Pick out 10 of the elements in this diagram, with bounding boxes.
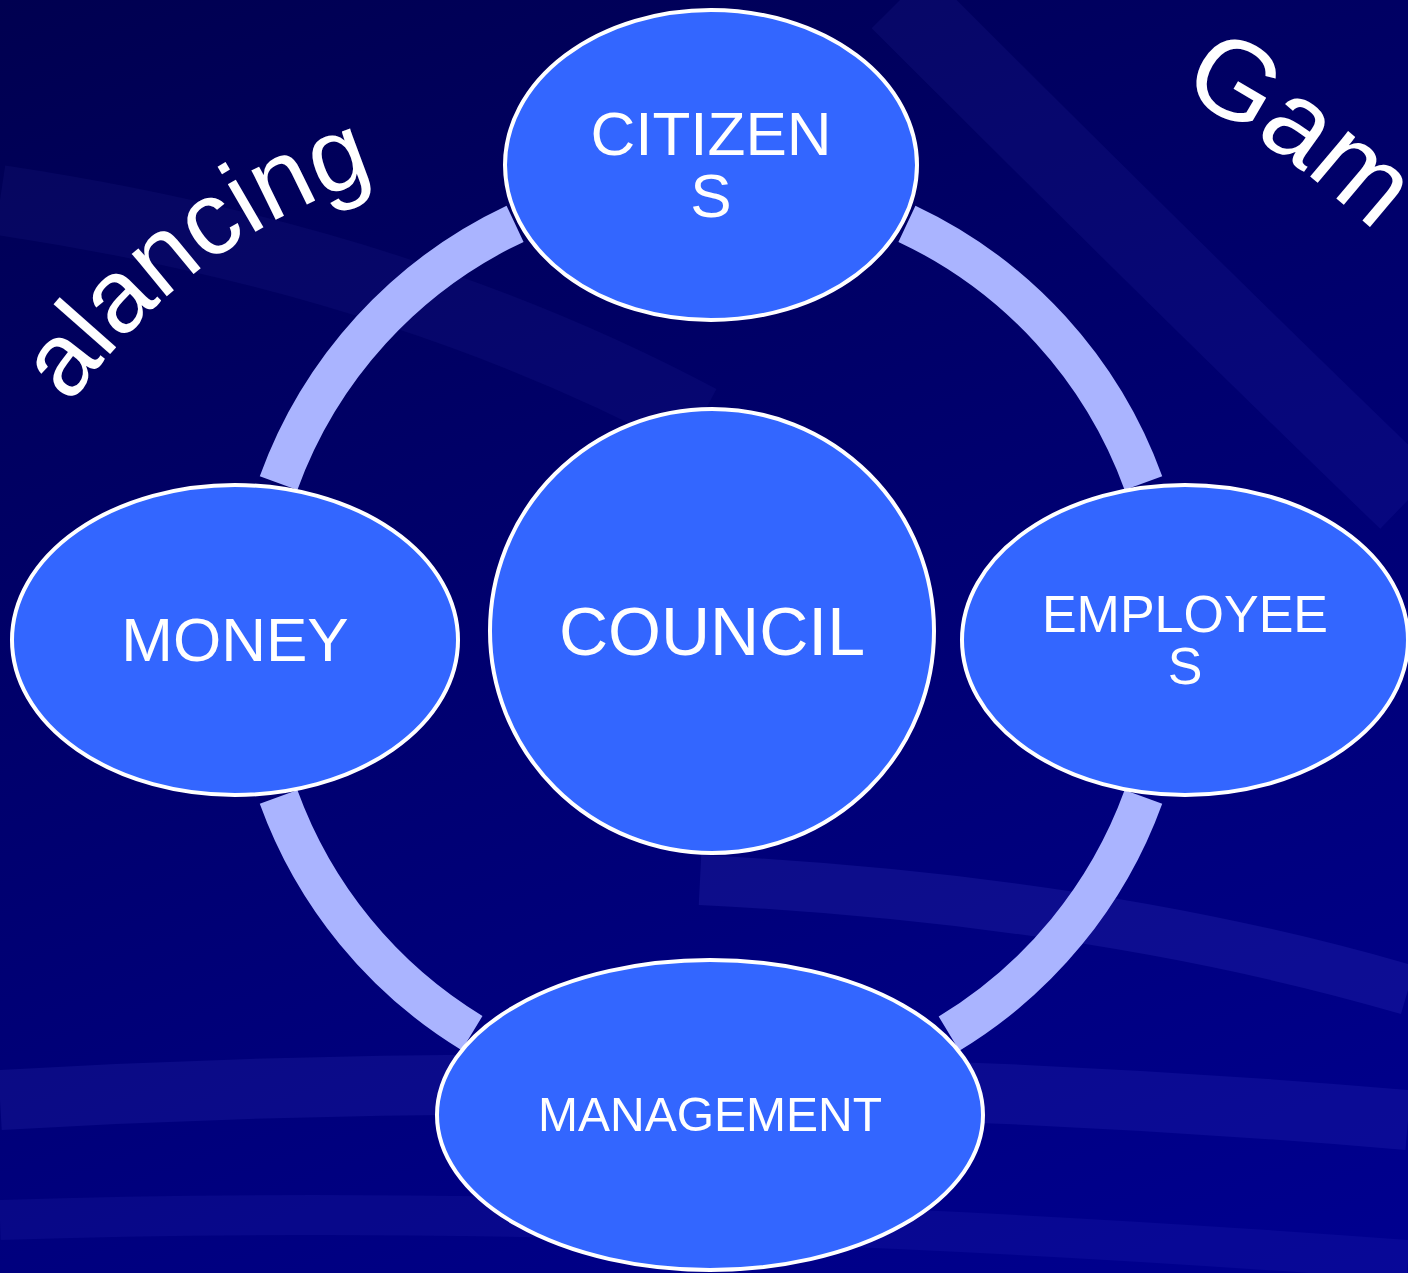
arc-heading: Gam (1166, 3, 1408, 251)
ring-connector (260, 789, 484, 1050)
ring-connector (260, 206, 525, 491)
ring-connector (897, 206, 1162, 491)
node-label: COUNCIL (557, 597, 866, 665)
node-label: MANAGEMENT (537, 1091, 883, 1139)
node-label: MONEY (120, 609, 350, 671)
node-label: EMPLOYEES (1040, 588, 1330, 692)
node-label: CITIZENS (589, 103, 833, 227)
ring-connector (937, 788, 1162, 1051)
